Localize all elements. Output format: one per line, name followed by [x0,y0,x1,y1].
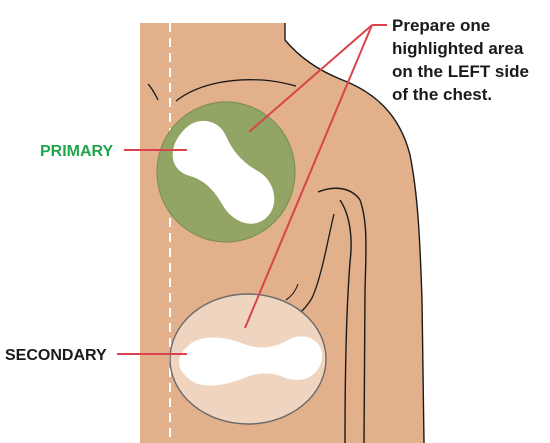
primary-label: PRIMARY [40,143,114,160]
instruction-line-2: highlighted area [392,39,524,58]
secondary-label: SECONDARY [5,347,107,364]
instruction-line-1: Prepare one [392,16,490,35]
instruction-line-4: of the chest. [392,85,492,104]
instruction-line-3: on the LEFT side [392,62,529,81]
